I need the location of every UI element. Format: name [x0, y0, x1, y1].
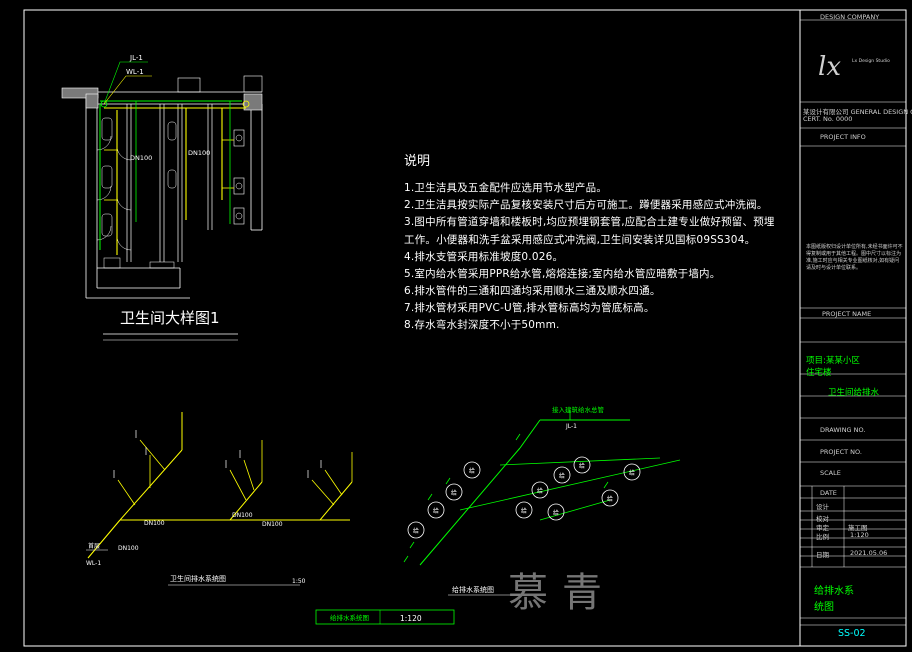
logo-text: Lx Design Studio: [852, 58, 890, 64]
tb-drawing-name-1: 给排水系: [814, 586, 854, 597]
riser-jl-label: JL-1: [129, 54, 143, 62]
watermark: 慕青: [508, 570, 616, 616]
note-item: 2.卫生洁具按实际产品复核安装尺寸后方可施工。蹲便器采用感应式冲洗阀。: [404, 199, 768, 211]
drainage-floor-label: 首层: [88, 542, 100, 550]
fixture-label: 给: [629, 469, 635, 477]
note-item: 8.存水弯水封深度不小于50mm.: [404, 319, 560, 331]
title-block-grid: [800, 19, 906, 626]
fixture-label: 给: [553, 509, 559, 517]
tb-scale-value: 1:120: [850, 531, 869, 539]
tb-scale-label: 比例: [816, 533, 829, 541]
fixture-label: 给: [607, 495, 613, 503]
tb-stage: 施工图: [848, 524, 868, 532]
tb-small-row: DRAWING NO.: [820, 426, 866, 434]
tb-proj-line3: 卫生间给排水: [828, 388, 880, 398]
note-item: 5.室内给水管采用PPR给水管,熔熔连接;室内给水管应暗敷于墙内。: [404, 268, 721, 280]
tb-line1b: CERT. No. 0000: [803, 115, 853, 123]
scale-box: [315, 609, 455, 625]
tb-sheet-no: SS-02: [838, 628, 866, 639]
fixture-label: 给: [521, 507, 527, 515]
sheet-frame: [23, 9, 907, 647]
fixture-label: 给: [559, 472, 565, 480]
note-item: 3.图中所有管道穿墙和楼板时,均应预埋钢套管,应配合土建专业做好预留、预埋: [404, 216, 775, 228]
tb-proj-line2: 住宅楼: [806, 368, 832, 378]
drainage-system-diagram: 首层 WL-1 DN100 DN100 DN100 DN100 卫生间排水系统图…: [86, 412, 353, 586]
drainage-scale: 1:50: [292, 578, 306, 585]
dn-left-label: DN100: [130, 154, 152, 162]
tb-row-label: PROJECT NAME: [822, 310, 872, 318]
water-title: 给排水系统图: [452, 585, 494, 594]
tb-date-value: 2021.05.06: [850, 549, 888, 557]
note-item: 1.卫生洁具及五金配件应选用节水型产品。: [404, 182, 608, 194]
drainage-dn-main: DN100: [118, 545, 139, 552]
tb-approved: 审定: [816, 524, 829, 532]
tb-checked: 校对: [816, 515, 829, 523]
tb-designed: 设计: [816, 503, 829, 511]
note-item: 6.排水管件的三通和四通均采用顺水三通及顺水四通。: [404, 285, 661, 297]
plan-title: 卫生间大样图1: [120, 309, 220, 327]
fixture-label: 给: [413, 527, 419, 535]
tb-date-label: 日期: [816, 551, 829, 559]
tb-statement: 本图纸版权归设计单位所有,未经书面许可不得复制或用于其他工程。图中尺寸以标注为准…: [806, 244, 903, 271]
drainage-title: 卫生间排水系统图: [170, 574, 226, 583]
water-note: 接入建筑给水总管: [552, 405, 605, 414]
note-item: 工作。小便器和洗手盆采用感应式冲洗阀,卫生间安装详见国标09SS304。: [404, 234, 756, 246]
fixture-label: 给: [469, 467, 475, 475]
riser-wl-label: WL-1: [126, 68, 144, 76]
tb-drawing-name-2: 统图: [814, 602, 834, 613]
drainage-dn-a: DN100: [144, 520, 165, 527]
tb-small-row: SCALE: [820, 469, 841, 477]
fixture-label: 给: [537, 487, 543, 495]
drainage-riser-label: WL-1: [86, 560, 101, 567]
tb-line1a: 某设计有限公司 GENERAL DESIGN CO.: [803, 108, 912, 116]
tb-small-row: DATE: [820, 489, 837, 497]
restroom-plan: JL-1 WL-1 DN100 DN100: [61, 54, 263, 341]
logo-mark: lx: [818, 52, 841, 82]
tb-top-small: DESIGN COMPANY: [820, 13, 880, 21]
fixture-label: 给: [433, 507, 439, 515]
fixture-label: 给: [451, 489, 457, 497]
scale-box-label: 给排水系统图: [330, 613, 369, 622]
fixture-label: 给: [579, 462, 585, 470]
water-riser-label: JL-1: [565, 423, 577, 430]
dn-mid-label: DN100: [188, 149, 210, 157]
drainage-dn-c: DN100: [262, 521, 283, 528]
scale-box-value: 1:120: [400, 614, 422, 623]
notes-heading: 说明: [404, 154, 431, 169]
water-supply-diagram: 接入建筑给水总管 JL-1 给 给 给 给 给 给 给 给 给 给 给 给排水系…: [403, 405, 681, 596]
tb-small-row: PROJECT NO.: [820, 448, 862, 456]
tb-line2: PROJECT INFO: [820, 133, 866, 141]
note-item: 4.排水支管采用标准坡度0.026。: [404, 251, 564, 263]
drainage-dn-b: DN100: [232, 512, 253, 519]
note-item: 7.排水管材采用PVC-U管,排水管标高均为管底标高。: [404, 302, 655, 314]
tb-proj-line1: 项目:某某小区: [806, 356, 860, 366]
